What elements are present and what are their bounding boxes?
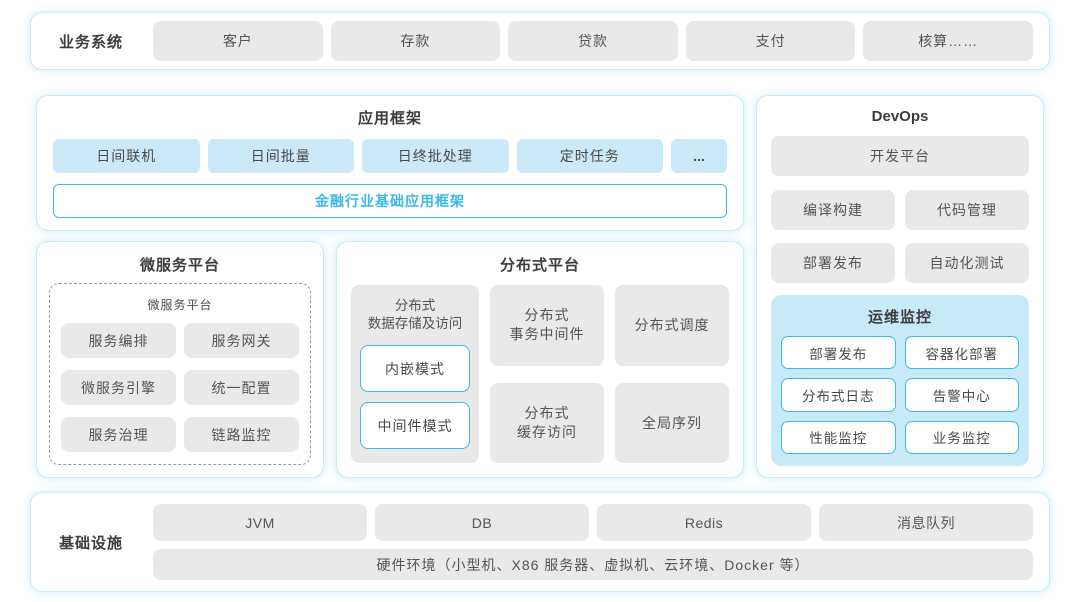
devops-card: DevOps 开发平台 编译构建 代码管理 部署发布 自动化测试 运维监控 部署… <box>756 95 1044 478</box>
infra-hardware-env: 硬件环境（小型机、X86 服务器、虚拟机、云环境、Docker 等） <box>153 549 1033 580</box>
ops-monitoring-panel: 运维监控 部署发布 容器化部署 分布式日志 告警中心 性能监控 业务监控 <box>771 295 1029 466</box>
devops-item-code-mgmt: 代码管理 <box>905 190 1029 230</box>
distributed-col3: 分布式调度 全局序列 <box>615 285 729 463</box>
infrastructure-card: 基础设施 JVM DB Redis 消息队列 硬件环境（小型机、X86 服务器、… <box>30 492 1050 592</box>
micro-item-engine: 微服务引擎 <box>61 370 176 405</box>
ops-item-distributed-log: 分布式日志 <box>781 378 896 412</box>
infra-item-redis: Redis <box>597 504 812 541</box>
devops-dev-platform: 开发平台 <box>771 136 1029 176</box>
middle-left-column: 应用框架 日间联机 日间批量 日终批处理 定时任务 ... 金融行业基础应用框架… <box>36 95 744 478</box>
af-item-eod-batch: 日终批处理 <box>362 139 509 173</box>
business-item-deposit: 存款 <box>330 21 501 61</box>
devops-item-auto-test: 自动化测试 <box>905 243 1029 283</box>
middle-zone: 应用框架 日间联机 日间批量 日终批处理 定时任务 ... 金融行业基础应用框架… <box>36 95 1044 478</box>
business-item-loan: 贷款 <box>508 21 678 61</box>
business-systems-card: 业务系统 客户 存款 贷款 支付 核算…… <box>30 12 1050 70</box>
devops-grid: 编译构建 代码管理 部署发布 自动化测试 <box>771 190 1029 283</box>
storage-mode-embedded: 内嵌模式 <box>360 345 470 393</box>
micro-item-gateway: 服务网关 <box>184 323 299 358</box>
dist-item-global-sequence: 全局序列 <box>615 382 729 463</box>
infra-item-db: DB <box>375 504 590 541</box>
ops-monitoring-title: 运维监控 <box>867 309 932 326</box>
af-item-scheduled-task: 定时任务 <box>516 139 663 173</box>
business-item-customer: 客户 <box>153 21 323 61</box>
distributed-title: 分布式平台 <box>499 257 580 274</box>
ops-item-perf-monitor: 性能监控 <box>781 420 896 454</box>
app-framework-row: 日间联机 日间批量 日终批处理 定时任务 ... <box>53 139 727 173</box>
infra-item-jvm: JVM <box>153 504 368 541</box>
business-systems-row: 客户 存款 贷款 支付 核算…… <box>153 21 1033 61</box>
distributed-grid: 分布式 数据存储及访问 内嵌模式 中间件模式 分布式 事务中间件 分布式 缓存访… <box>351 285 729 463</box>
af-item-daytime-batch: 日间批量 <box>207 139 354 173</box>
infrastructure-row: JVM DB Redis 消息队列 <box>153 504 1034 541</box>
af-item-daytime-online: 日间联机 <box>53 139 200 173</box>
devops-title: DevOps <box>871 108 929 125</box>
ops-item-container-deploy: 容器化部署 <box>904 336 1019 370</box>
platform-row: 微服务平台 微服务平台 服务编排 服务网关 微服务引擎 统一配置 服务治理 链路… <box>36 241 744 478</box>
business-systems-label: 业务系统 <box>59 33 124 51</box>
dist-item-cache-access: 分布式 缓存访问 <box>490 382 604 463</box>
micro-item-tracing: 链路监控 <box>184 417 299 452</box>
ops-item-business-monitor: 业务监控 <box>904 420 1019 454</box>
ops-monitoring-grid: 部署发布 容器化部署 分布式日志 告警中心 性能监控 业务监控 <box>781 336 1019 454</box>
microservice-title: 微服务平台 <box>139 257 220 274</box>
infra-item-mq: 消息队列 <box>819 504 1034 541</box>
app-framework-card: 应用框架 日间联机 日间批量 日终批处理 定时任务 ... 金融行业基础应用框架 <box>36 95 744 231</box>
distributed-storage-box: 分布式 数据存储及访问 内嵌模式 中间件模式 <box>351 285 479 463</box>
microservice-inner-box: 微服务平台 服务编排 服务网关 微服务引擎 统一配置 服务治理 链路监控 <box>49 283 311 465</box>
af-item-more: ... <box>671 139 727 173</box>
devops-item-deploy: 部署发布 <box>771 243 895 283</box>
ops-item-deploy-release: 部署发布 <box>781 336 896 370</box>
dist-item-transaction-middleware: 分布式 事务中间件 <box>490 285 604 366</box>
distributed-platform-card: 分布式平台 分布式 数据存储及访问 内嵌模式 中间件模式 分布式 事务中间件 分… <box>336 241 744 478</box>
infrastructure-content: JVM DB Redis 消息队列 硬件环境（小型机、X86 服务器、虚拟机、云… <box>153 504 1034 580</box>
app-framework-title: 应用框架 <box>357 110 422 127</box>
business-item-payment: 支付 <box>685 21 856 61</box>
storage-mode-middleware: 中间件模式 <box>360 402 470 450</box>
distributed-col2: 分布式 事务中间件 分布式 缓存访问 <box>490 285 604 463</box>
distributed-storage-title: 分布式 数据存储及访问 <box>367 298 463 332</box>
af-base-framework: 金融行业基础应用框架 <box>53 184 727 218</box>
microservice-inner-title: 微服务平台 <box>147 298 213 312</box>
infrastructure-label: 基础设施 <box>59 534 124 552</box>
dist-item-scheduling: 分布式调度 <box>615 285 729 366</box>
devops-item-build: 编译构建 <box>771 190 895 230</box>
microservice-platform-card: 微服务平台 微服务平台 服务编排 服务网关 微服务引擎 统一配置 服务治理 链路… <box>36 241 324 478</box>
microservice-grid: 服务编排 服务网关 微服务引擎 统一配置 服务治理 链路监控 <box>61 323 299 452</box>
micro-item-config: 统一配置 <box>184 370 299 405</box>
micro-item-orchestration: 服务编排 <box>61 323 176 358</box>
business-item-accounting: 核算…… <box>863 21 1033 61</box>
micro-item-governance: 服务治理 <box>61 417 176 452</box>
ops-item-alert-center: 告警中心 <box>904 378 1019 412</box>
